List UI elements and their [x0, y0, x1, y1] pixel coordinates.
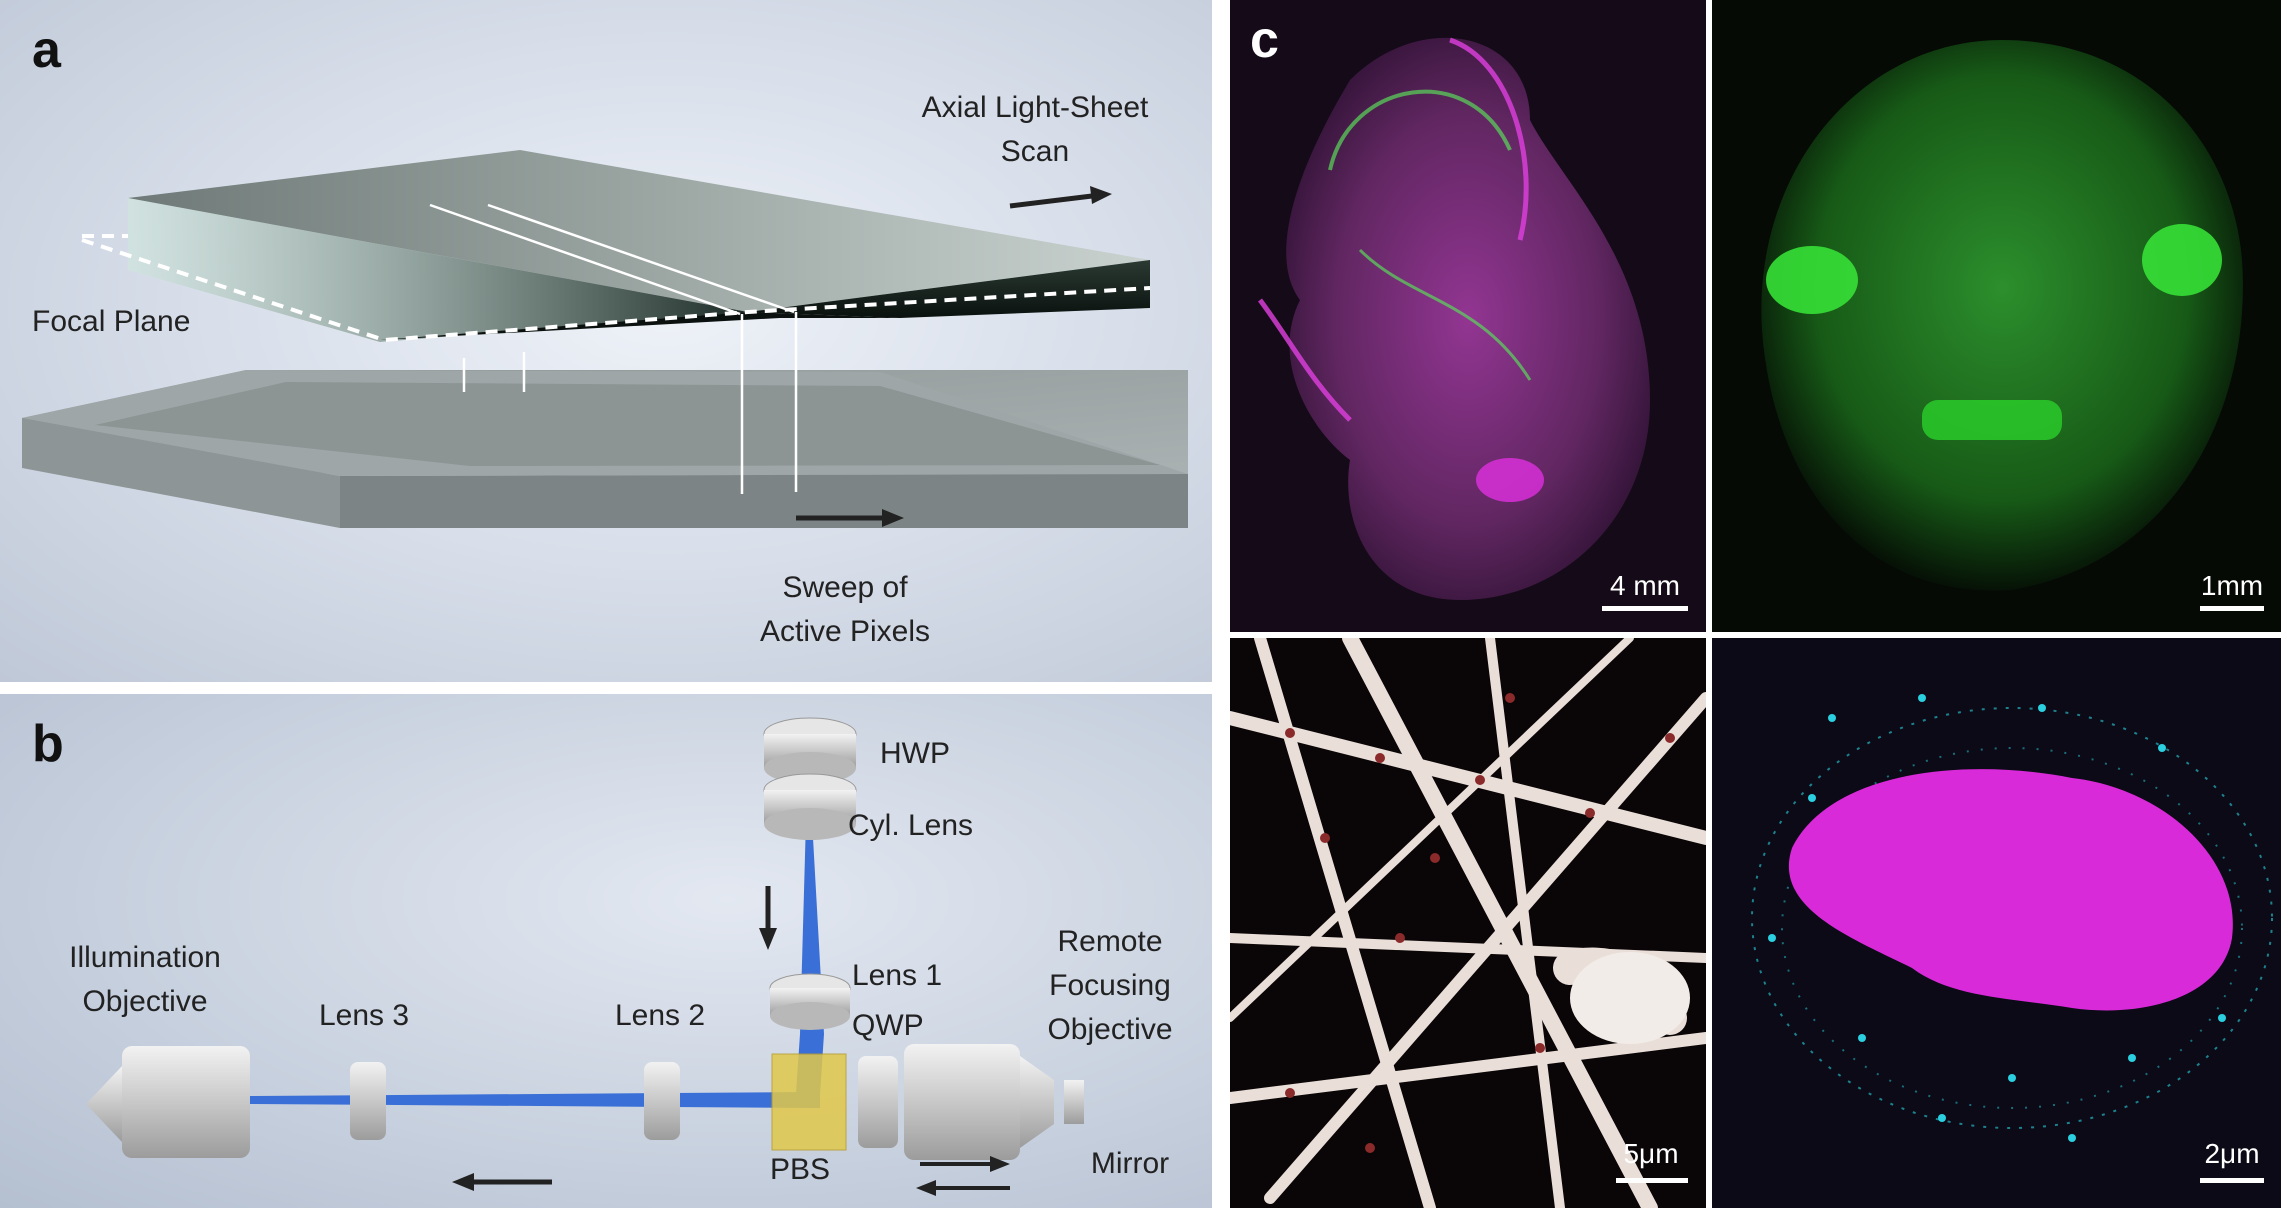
neuron-scale-text: 5μm [1623, 1138, 1679, 1169]
cell-image: 2μm [1712, 638, 2281, 1208]
brain-scale-bar [2200, 606, 2264, 611]
brain-body [1761, 40, 2243, 591]
focal-plane-label: Focal Plane [32, 305, 191, 338]
brain-scale-text: 1mm [2200, 570, 2264, 601]
light-sheet-front-right [748, 260, 1150, 318]
pbs-cube [771, 1053, 847, 1151]
embryo-scale-bar [1602, 606, 1688, 611]
panel-a-letter: a [32, 21, 61, 79]
cell-scale-bar [2200, 1178, 2264, 1183]
mirror-label: Mirror [1090, 1147, 1170, 1180]
neuron-rendering [1230, 638, 1706, 1208]
sweep-label-line1: Sweep of [782, 571, 908, 604]
mirror-optic [1064, 1080, 1084, 1124]
lens-3-label: Lens 3 [318, 999, 410, 1032]
light-sheet-top [128, 150, 1150, 312]
brain-rendering [1712, 0, 2281, 632]
hwp-label: HWP [880, 737, 950, 770]
beam-horizontal [250, 1092, 820, 1108]
neuron-scale-bar [1616, 1178, 1688, 1183]
lens-3 [350, 1062, 386, 1140]
sensor-chip-right [340, 474, 1188, 528]
panel-c-letter: c [1250, 11, 1279, 69]
panel-a-illustration [22, 150, 1188, 528]
pbs-label: PBS [769, 1153, 831, 1186]
illumination-objective-label-line1: Illumination [69, 941, 221, 974]
remote-focusing-objective [904, 1044, 1020, 1160]
focal-plane-line [81, 238, 1151, 343]
cell-scale-text: 2μm [2204, 1138, 2260, 1169]
cell-rendering [1712, 638, 2281, 1208]
panel-b-illustration [86, 717, 1084, 1196]
illumination-objective-label-line2: Objective [82, 985, 208, 1018]
qwp-optic [858, 1056, 898, 1148]
remote-objective-label-line3: Objective [1047, 1013, 1173, 1046]
beam-vertical [796, 820, 824, 1094]
embryo-scale-text: 4 mm [1610, 570, 1680, 601]
sweep-label-line2: Active Pixels [759, 615, 931, 648]
panel-a-light-sheet-diagram: a Axial Light-Sheet Scan Focal Plane Swe… [0, 0, 1212, 682]
embryo-image: c 4 mm [1230, 0, 1706, 632]
lens-2 [644, 1062, 680, 1140]
cell-body [1788, 769, 2233, 1011]
illumination-objective [122, 1046, 250, 1158]
sensor-chip-front [22, 418, 340, 528]
axial-scan-label-line2: Scan [1000, 135, 1070, 168]
illumination-objective-tip [86, 1066, 122, 1142]
lens-2-label: Lens 2 [614, 999, 706, 1032]
panel-b-letter: b [32, 715, 64, 773]
embryo-rendering [1230, 0, 1706, 632]
cyl-lens-label: Cyl. Lens [848, 809, 974, 842]
neuron-soma [1570, 952, 1690, 1044]
neuron-image: 5μm [1230, 638, 1706, 1208]
remote-objective-label-line1: Remote [1057, 925, 1163, 958]
panel-b-optical-layout: b HWP Cyl. Lens Lens 1 QWP Remote Focusi… [0, 694, 1212, 1208]
remote-objective-label-line2: Focusing [1049, 969, 1171, 1002]
sensor-pixel-area [95, 382, 1160, 466]
brain-image: 1mm [1712, 0, 2281, 632]
axial-scan-label-line1: Axial Light-Sheet [921, 91, 1149, 124]
lens-1-label: Lens 1 [852, 959, 943, 992]
qwp-label: QWP [852, 1009, 924, 1042]
